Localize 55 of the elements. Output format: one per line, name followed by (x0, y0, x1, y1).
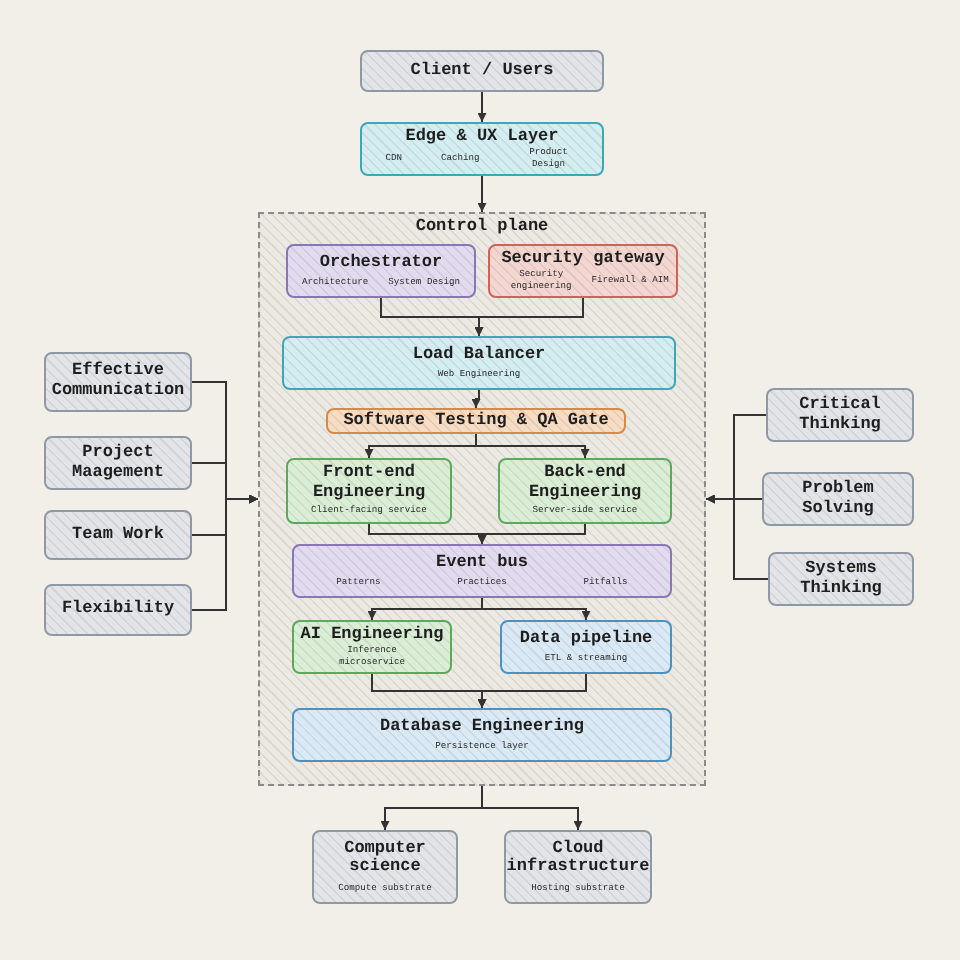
node-title: Problem Solving (800, 479, 876, 519)
process-box (282, 336, 676, 390)
skill-box (44, 584, 192, 636)
process-box (360, 50, 604, 92)
arrow (477, 91, 487, 123)
arrow (481, 597, 591, 621)
node-title: Load Balancer (412, 345, 546, 365)
skill-box (44, 436, 192, 490)
arrow (471, 389, 481, 409)
node-title: Team Work (72, 525, 164, 545)
arrow (477, 175, 487, 213)
process-box (498, 458, 672, 524)
arrow (477, 673, 587, 709)
process-box (292, 544, 672, 598)
node-title: Effective Communication (50, 362, 186, 402)
arrow (474, 297, 584, 337)
process-box (488, 244, 678, 298)
process-box (312, 830, 458, 904)
node-title: Computer science (342, 839, 428, 878)
skill-box (766, 388, 914, 442)
node-title: AI Engineering (300, 625, 444, 645)
container-title: Control plane (415, 218, 549, 238)
skill-box (762, 472, 914, 526)
process-box (292, 708, 672, 762)
skill-box (44, 352, 192, 412)
node-title: Back-end Engineering (526, 464, 644, 503)
process-box (360, 122, 604, 176)
node-title: Data pipeline (519, 629, 653, 649)
node-title: Project Maagement (70, 443, 166, 483)
arrow (475, 433, 590, 459)
process-box (500, 620, 672, 674)
skill-box (44, 510, 192, 560)
node-title: Security gateway (501, 249, 665, 269)
node-title: Software Testing & QA Gate (343, 412, 609, 432)
arrow (705, 494, 769, 580)
node-title: Client / Users (410, 61, 554, 81)
arrow (477, 523, 586, 545)
process-box (504, 830, 652, 904)
process-box (286, 244, 476, 298)
node-title: Flexibility (61, 600, 175, 620)
skill-box (768, 552, 914, 606)
node-title: Orchestrator (319, 253, 443, 273)
node-title: Critical Thinking (797, 395, 883, 435)
node-title: Front-end Engineering (310, 464, 428, 503)
node-title: Database Engineering (379, 717, 585, 737)
process-box (326, 408, 626, 434)
process-box (292, 620, 452, 674)
container-panel (258, 212, 706, 786)
process-box (286, 458, 452, 524)
node-title: Systems Thinking (798, 559, 884, 599)
arrow (481, 785, 583, 831)
node-title: Edge & UX Layer (405, 127, 559, 147)
node-title: Cloud infrastructure (506, 839, 650, 878)
node-title: Event bus (436, 553, 528, 573)
arrow (191, 494, 259, 611)
